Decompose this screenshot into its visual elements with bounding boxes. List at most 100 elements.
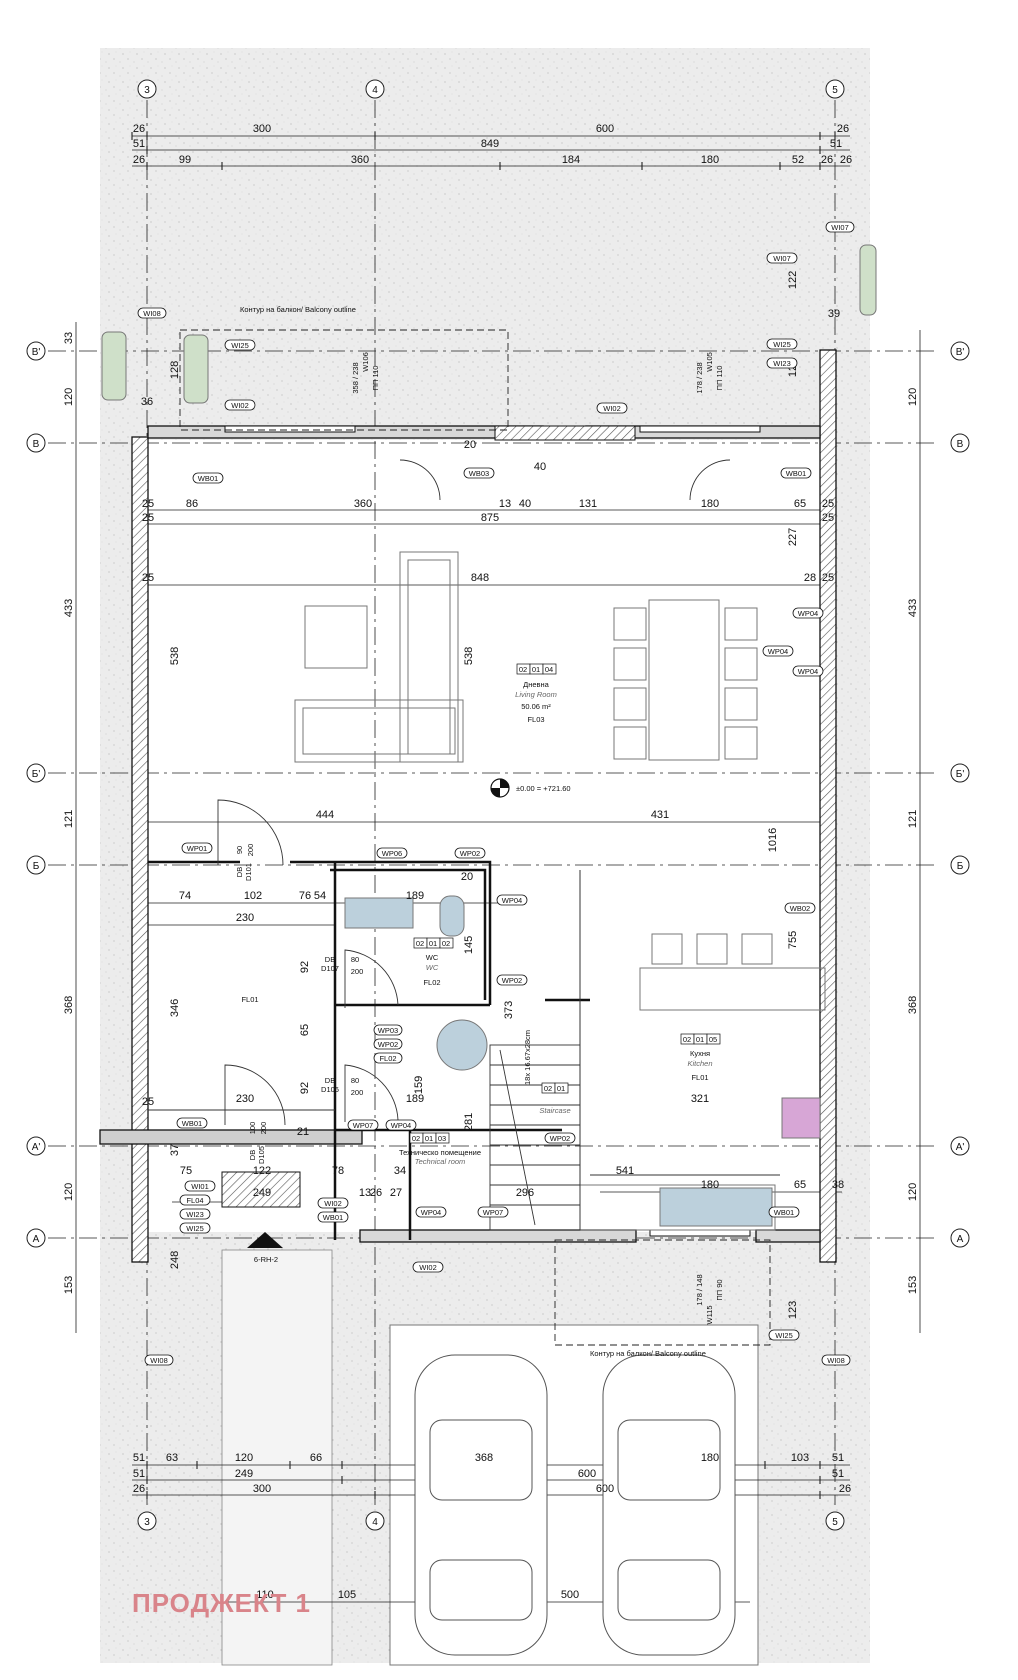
- tag-wi07-top-right: WI07: [831, 223, 849, 232]
- door-d106-id: D106: [321, 1085, 339, 1094]
- window-w105-dims: 178 / 238: [695, 362, 704, 393]
- living-code-1: 02: [519, 665, 527, 674]
- kitchen-floor: FL01: [691, 1073, 708, 1082]
- living-code-3: 04: [545, 665, 553, 674]
- dim-122b: 122: [787, 271, 799, 289]
- dim-b-i: 25: [822, 498, 834, 510]
- dim-bot-r1-d: 66: [310, 1452, 322, 1464]
- dim-top-r2-c: 51: [830, 138, 842, 150]
- tag-wi23-b: WI23: [186, 1210, 204, 1219]
- dim-garage-a: 110: [256, 1589, 274, 1601]
- door-d105-id: D105: [257, 1146, 266, 1164]
- dim-25s: 25: [142, 1096, 154, 1108]
- stair-code-2: 01: [557, 1084, 565, 1093]
- tag-wb02: WB02: [790, 904, 810, 913]
- tag-wp01: WP01: [187, 844, 207, 853]
- dim-230a: 230: [236, 912, 254, 924]
- boiler: [436, 1019, 488, 1071]
- dim-248: 248: [169, 1251, 181, 1269]
- entry-arrow-icon: [247, 1232, 283, 1248]
- dim-bot-r3-a: 26: [133, 1483, 145, 1495]
- door-d107-h: 200: [351, 967, 364, 976]
- kitchen-code-3: 05: [709, 1035, 717, 1044]
- dim-bot-r1-a: 51: [133, 1452, 145, 1464]
- axis-label-v-left: В: [33, 439, 40, 450]
- dim-bot-r3-d: 26: [839, 1483, 851, 1495]
- dim-right-120a: 120: [907, 388, 919, 406]
- dim-128: 128: [169, 361, 181, 379]
- sofa: [294, 551, 464, 763]
- tag-wi01: WI01: [191, 1182, 209, 1191]
- kitchen-sink: [659, 1187, 773, 1227]
- living-floor: FL03: [527, 715, 544, 724]
- dim-538a: 538: [169, 647, 181, 665]
- dim-25-r1: 25: [822, 512, 834, 524]
- dim-bot-r3-c: 600: [596, 1483, 614, 1495]
- wc-code-3: 02: [442, 939, 450, 948]
- cooktop: [781, 1097, 821, 1139]
- dim-bot-r3-b: 300: [253, 1483, 271, 1495]
- dim-top-r3-c: 360: [351, 154, 369, 166]
- tag-wi25-c: WI25: [186, 1224, 204, 1233]
- door-d105-w: 100: [248, 1122, 257, 1135]
- dim-75: 75: [180, 1165, 192, 1177]
- windows: [224, 425, 761, 1237]
- balcony-outline-top-label: Контур на балкон/ Balcony outline: [240, 305, 356, 314]
- door-d105-type: DB: [248, 1150, 257, 1160]
- dim-34: 34: [394, 1165, 406, 1177]
- car-right: [602, 1354, 736, 1656]
- tech-code-1: 02: [412, 1134, 420, 1143]
- dim-bot-r2-c: 600: [578, 1468, 596, 1480]
- dim-b-h: 65: [794, 498, 806, 510]
- dim-top-r1-b: 300: [253, 123, 271, 135]
- dim-b-e: 40: [519, 498, 531, 510]
- staircase: [489, 1044, 581, 1231]
- dim-left-33: 33: [63, 332, 75, 344]
- dim-right-433: 433: [907, 599, 919, 617]
- axis-label-5-bottom: 5: [832, 1517, 838, 1528]
- tag-wp02-a: WP02: [460, 849, 480, 858]
- driveway-area: [221, 1249, 333, 1666]
- dim-left-120b: 120: [63, 1183, 75, 1201]
- tag-wi08-bottom-right: WI08: [827, 1356, 845, 1365]
- dim-top-r2-b: 849: [481, 138, 499, 150]
- window-w105-sill: ПП 110: [715, 366, 724, 391]
- dim-189a: 189: [406, 890, 424, 902]
- dim-78: 78: [332, 1165, 344, 1177]
- dim-40: 40: [534, 461, 546, 473]
- axis-label-3-bottom: 3: [144, 1517, 150, 1528]
- axis-label-4-top: 4: [372, 85, 378, 96]
- tag-wp04-b: WP04: [768, 647, 788, 656]
- tag-fl01: FL01: [241, 995, 258, 1004]
- dim-bot-r1-c: 120: [235, 1452, 253, 1464]
- dim-541: 541: [616, 1165, 634, 1177]
- dim-garage-c: 500: [561, 1589, 579, 1601]
- doors: [217, 459, 731, 1126]
- balcony-outline-bottom-label: Контур на балкон/ Balcony outline: [590, 1349, 706, 1358]
- tech-name-bg: Техническо помещение: [399, 1148, 481, 1157]
- tag-wp04-a: WP04: [798, 609, 818, 618]
- tag-wb01-left: WB01: [198, 474, 218, 483]
- dim-left-121: 121: [63, 810, 75, 828]
- wc-code-2: 01: [429, 939, 437, 948]
- dim-bot-r1-b: 63: [166, 1452, 178, 1464]
- dim-26: 26: [370, 1187, 382, 1199]
- door-d106-h: 200: [351, 1088, 364, 1097]
- dim-b-a: 25: [142, 498, 154, 510]
- kitchen-name-en: Kitchen: [687, 1059, 712, 1068]
- kitchen-code-2: 01: [696, 1035, 704, 1044]
- dim-39: 39: [828, 308, 840, 320]
- dim-92a: 92: [299, 961, 311, 973]
- dim-20b: 20: [461, 871, 473, 883]
- tag-wi02-c: WI02: [324, 1199, 342, 1208]
- dim-25-l2: 25: [142, 572, 154, 584]
- dim-bot-r1-h: 51: [832, 1452, 844, 1464]
- dim-25-r2: 25: [822, 572, 834, 584]
- dim-102: 102: [244, 890, 262, 902]
- dim-74: 74: [179, 890, 191, 902]
- dim-321: 321: [691, 1093, 709, 1105]
- dim-37: 37: [169, 1144, 181, 1156]
- tag-wi25-right: WI25: [773, 340, 791, 349]
- wc-basin: [344, 897, 414, 929]
